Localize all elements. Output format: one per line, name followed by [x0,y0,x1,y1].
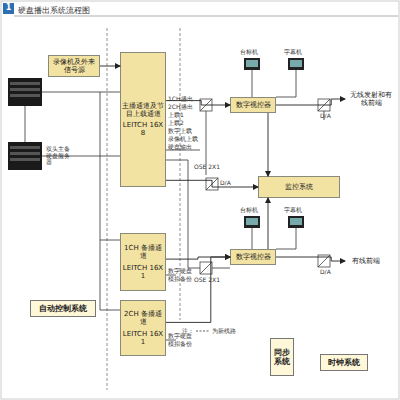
process-box: 监控系统 [258,176,340,198]
node-text: 同步系统 [272,348,292,366]
annotation-label: 硬盘输出 [168,144,202,151]
signal-connector [268,198,269,249]
boundary-line [107,28,108,390]
node-text: LEITCH 16X1 [122,264,164,280]
annotation-label: D/A [320,113,340,120]
process-box: 有线前端 [345,254,387,268]
annotation-label: 字幕机 [284,49,314,56]
annotation-label: 为新线路 [212,328,248,335]
node-text: 监控系统 [285,183,313,191]
monitor-symbol [244,58,304,228]
process-box: 主播通道及节目上载通道 LEITCH 16X8 [120,52,166,187]
signal-connector [268,113,269,176]
signal-connector [166,257,230,322]
process-box: 录像机及外来信号源 [48,55,100,77]
node-text: LEITCH 16X1 [122,330,164,346]
node-text: 1CH 备播通道 [122,244,164,260]
node-text: 自动控制系统 [39,304,87,313]
annotation-label: 数字上载 [168,128,202,135]
annotation-label: 双头主备硬盘服务器 [46,146,74,166]
process-box: 数字视控器 [230,249,276,265]
annotation-label: D/A [320,269,340,276]
annotation-label: OSE 2X1 [194,164,228,171]
annotation-label: 录像机上载 [168,136,202,143]
annotation-label: 台标机 [240,207,270,214]
node-text: 无线发射和有线前端 [347,91,395,107]
legend-line [196,331,210,332]
section-number: 1 [3,3,14,14]
node-text: 主播通道及节目上载通道 [122,102,164,118]
node-text: LEITCH 16X8 [122,121,164,137]
node-text: 录像机及外来信号源 [50,58,98,74]
node-text: 数字视控器 [236,253,271,261]
annotation-label: 台标机 [240,49,270,56]
node-text: 数字视控器 [236,101,271,109]
node-text: 有线前端 [352,257,380,265]
annotation-label: D/A [220,180,240,187]
annotation-label: OSE 2X1 [194,277,228,284]
node-text: 时钟系统 [328,358,360,367]
title-rule [14,16,398,17]
signal-connector [100,66,120,67]
annotation-label: 模拟备份 [168,276,198,283]
process-box: 2CH 备播通道 LEITCH 16X1 [120,300,166,356]
wire [25,70,324,340]
annotation-label: 1CH播出 [168,96,202,103]
annotation-label: 上载1 [168,112,202,119]
annotation-label: 2CH播出 [168,104,202,111]
annotation-label: 数字硬盘 [168,268,198,275]
signal-connector [276,257,345,261]
annotation-label: 注： [182,328,196,335]
annotation-label: 上载2 [168,120,202,127]
process-box: 数字视控器 [230,97,276,113]
process-box: 自动控制系统 [30,300,96,317]
process-box: 无线发射和有线前端 [345,86,397,112]
node-text: 2CH 备播通道 [122,310,164,326]
annotation-label: 模拟备份 [168,341,198,348]
annotation-label: 字幕机 [284,207,314,214]
signal-connector [166,180,258,187]
signal-connector [276,99,345,105]
server-symbol [8,78,42,170]
diagram-title: 硬盘播出系统流程图 [18,5,90,16]
process-box: 时钟系统 [320,354,368,371]
process-box: 1CH 备播通道 LEITCH 16X1 [120,233,166,291]
process-box: 同步系统 [270,338,294,376]
signal-connector [166,257,230,259]
